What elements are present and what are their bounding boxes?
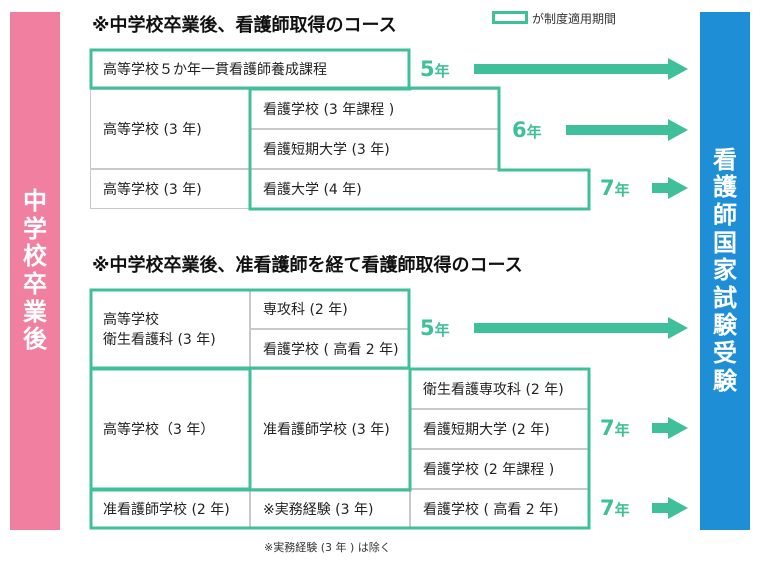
arrow-section2-7yr-b [652, 497, 688, 519]
cell-nursing-school-2yr-course: 看護学校 (2 年課程 ) [410, 449, 589, 489]
left-bar-char: 中 [23, 187, 47, 216]
years-number: 6 [512, 118, 527, 142]
cell-line-2: 衛生看護科 (3 年) [103, 332, 216, 348]
cell-high-school: 高等学校（3 年） [90, 369, 250, 489]
right-bar-char: 試 [713, 283, 737, 312]
right-bar-char: 受 [713, 338, 737, 367]
years-unit: 年 [614, 501, 630, 519]
cell-nursing-junior-college-2yr: 看護短期大学 (2 年) [410, 409, 589, 449]
footnote: ※実務経験 (3 年 ) は除く [264, 541, 391, 554]
years-unit: 年 [526, 123, 542, 141]
cell-nursing-school-senior-2yr: 看護学校 ( 高看 2 年) [410, 489, 589, 529]
arrow-7yr [652, 177, 688, 199]
outline-section2-7yr-a [89, 367, 252, 491]
years-label-5: 5年 [420, 57, 450, 81]
years-label-6: 6年 [512, 118, 542, 142]
years-number: 7 [600, 176, 615, 200]
cell-high-school: 高等学校 (3 年) [90, 89, 250, 169]
outline-5yr-course [89, 48, 411, 90]
outline-section2-7yr-b [89, 367, 591, 530]
outline-7yr-course [248, 86, 591, 211]
years-label-7: 7年 [600, 496, 630, 520]
arrow-section2-5yr [474, 317, 688, 339]
legend-swatch [492, 11, 528, 24]
years-label-7: 7年 [600, 416, 630, 440]
right-bar-char: 国 [713, 228, 737, 257]
cell-work-experience-3yr: ※実務経験 (3 年) [250, 489, 410, 529]
right-bar-char: 験 [713, 366, 737, 395]
right-bar-char: 家 [713, 256, 737, 285]
left-bar-char: 業 [23, 297, 47, 326]
cell-line-1: 高等学校 [103, 312, 159, 328]
left-bar-char: 後 [23, 325, 47, 354]
right-bar-char: 看 [713, 145, 737, 174]
years-label-7: 7年 [600, 176, 630, 200]
section2-title: ※中学校卒業後、准看護師を経て看護師取得のコース [92, 255, 523, 276]
years-number: 7 [600, 496, 615, 520]
right-vertical-bar: 看護師国家試験受験 [700, 12, 750, 530]
outline-section2-5yr [89, 288, 411, 370]
years-unit: 年 [614, 181, 630, 199]
cell-nursing-junior-college-3yr: 看護短期大学 (3 年) [250, 129, 499, 169]
cell-assistant-nurse-school-2yr: 准看護師学校 (2 年) [90, 489, 250, 529]
section1-title: ※中学校卒業後、看護師取得のコース [92, 15, 397, 36]
arrow-6yr [566, 119, 688, 141]
cell-nursing-university-4yr: 看護大学 (4 年) [250, 169, 589, 209]
right-bar-char: 師 [713, 201, 737, 230]
legend-text: が制度適用期間 [532, 12, 617, 26]
cell-high-school-health-nursing: 高等学校 衛生看護科 (3 年) [90, 289, 250, 369]
left-bar-char: 学 [23, 214, 47, 243]
years-number: 5 [420, 57, 435, 81]
years-number: 5 [420, 316, 435, 340]
years-number: 7 [600, 416, 615, 440]
years-label-5: 5年 [420, 316, 450, 340]
right-bar-char: 験 [713, 311, 737, 340]
arrow-section2-7yr-a [652, 417, 688, 439]
left-vertical-bar: 中学校卒業後 [10, 12, 60, 530]
outline-6yr-course [410, 86, 501, 169]
years-unit: 年 [434, 321, 450, 339]
cell-health-nursing-advanced-2yr: 衛生看護専攻科 (2 年) [410, 369, 589, 409]
years-unit: 年 [614, 421, 630, 439]
arrow-5yr [474, 58, 688, 80]
years-unit: 年 [434, 62, 450, 80]
left-bar-char: 卒 [23, 270, 47, 298]
cell-advanced-course-2yr: 専攻科 (2 年) [250, 289, 410, 329]
cell-high-school: 高等学校 (3 年) [90, 169, 250, 209]
right-bar-char: 護 [713, 173, 737, 202]
left-bar-char: 校 [23, 242, 47, 271]
